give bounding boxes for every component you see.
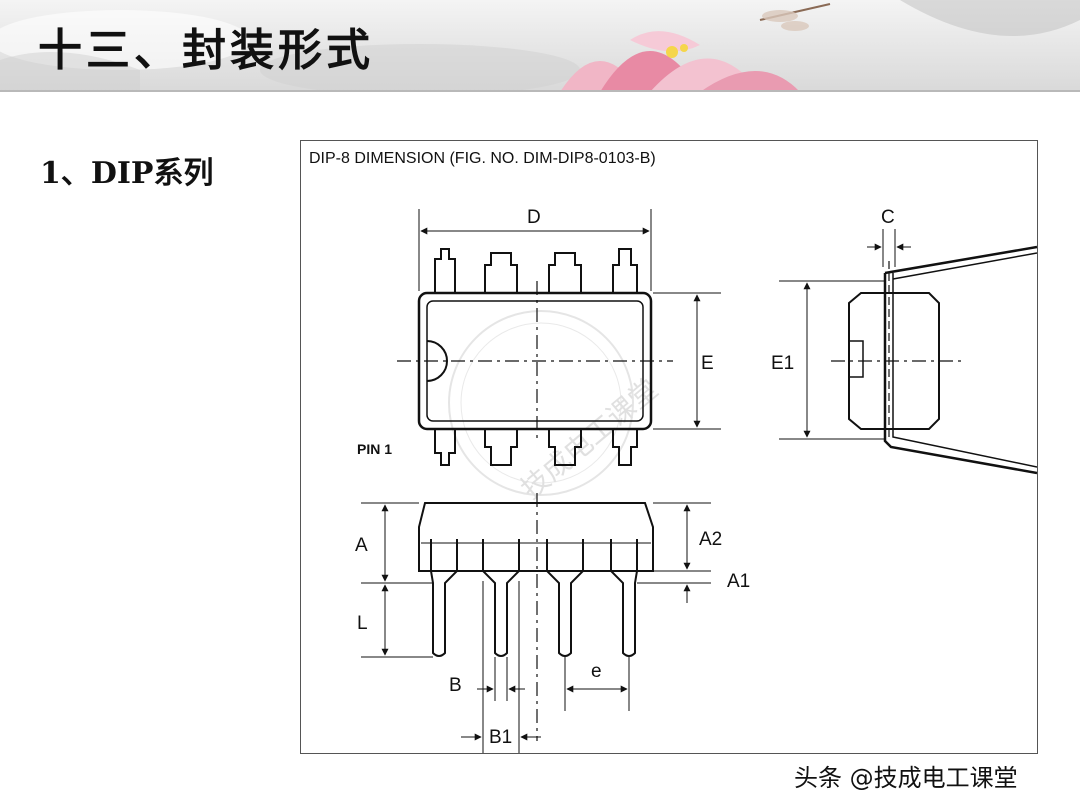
label-e: e [591,661,602,682]
label-A: A [355,535,368,556]
label-E: E [701,353,714,374]
dip8-dimension-figure: DIP-8 DIMENSION (FIG. NO. DIM-DIP8-0103-… [300,140,1038,754]
lotus-decoration [0,0,1080,92]
dragonfly-icon [759,3,831,31]
banner-divider [0,90,1080,92]
label-C: C [881,207,895,228]
source-watermark: 头条 @技成电工课堂 [794,764,1018,792]
label-D: D [527,207,541,228]
page-title: 十三、封装形式 [38,25,374,76]
top-view [397,209,721,466]
dip8-drawing: DIP-8 DIMENSION (FIG. NO. DIM-DIP8-0103-… [309,150,1037,753]
label-B: B [449,675,462,696]
label-A2: A2 [699,529,722,550]
label-B1: B1 [489,727,512,748]
label-pin1: PIN 1 [357,441,392,457]
label-E1: E1 [771,353,794,374]
section-subtitle: 1、DIP系列 [40,156,214,191]
top-pins [434,248,638,293]
lotus-flower-icon [560,31,800,92]
stamp-watermark: 技成电工课堂 [448,310,664,505]
label-L: L [357,613,368,634]
label-A1: A1 [727,571,750,592]
bottom-pins [434,429,638,466]
front-pins [430,539,638,657]
front-view [361,493,711,753]
figure-caption: DIP-8 DIMENSION (FIG. NO. DIM-DIP8-0103-… [309,150,656,167]
end-view [779,229,1037,475]
header-banner: 十三、封装形式 [0,0,1080,92]
